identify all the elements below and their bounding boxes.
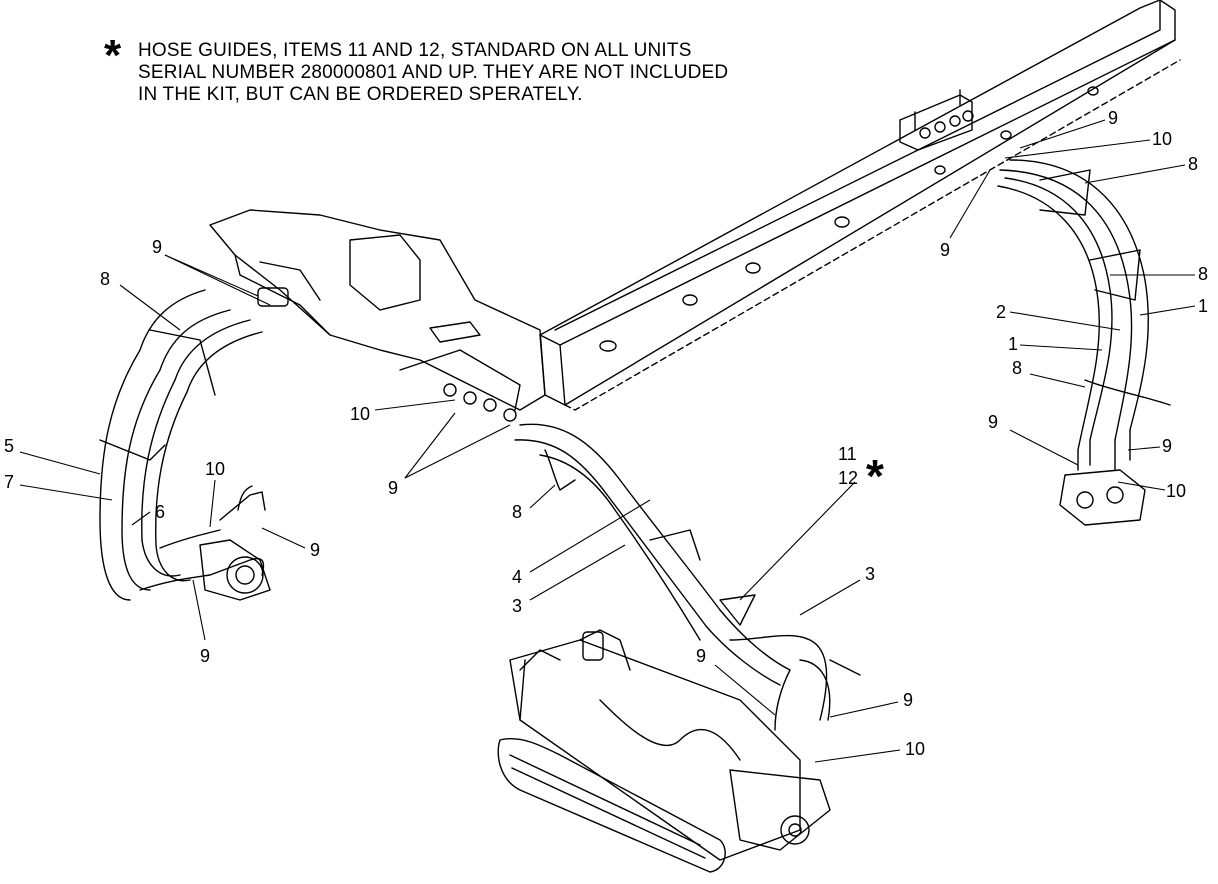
callout-9: 9: [903, 690, 913, 710]
callout-3: 3: [865, 564, 875, 584]
callout-8: 8: [1198, 264, 1208, 284]
callout-10: 10: [350, 404, 370, 424]
callout-1: 1: [1198, 296, 1208, 316]
callout-8: 8: [1188, 154, 1198, 174]
callout-4: 4: [512, 567, 522, 587]
hose-guide-note: * HOSE GUIDES, ITEMS 11 AND 12, STANDARD…: [104, 34, 868, 106]
note-line-1: HOSE GUIDES, ITEMS 11 AND 12, STANDARD O…: [138, 40, 692, 61]
left-hoses: [99, 289, 266, 601]
right-hoses: [997, 159, 1171, 471]
callout-9: 9: [696, 646, 706, 666]
leader-lines: [19, 119, 1196, 763]
callout-10: 10: [1166, 481, 1186, 501]
callout-9: 9: [200, 646, 210, 666]
callout-9: 9: [1162, 436, 1172, 456]
callout-9: 9: [310, 540, 320, 560]
note-text: HOSE GUIDES, ITEMS 11 AND 12, STANDARD O…: [138, 40, 868, 106]
note-line-2: SERIAL NUMBER 280000801 AND UP. THEY ARE…: [138, 62, 729, 83]
asterisk-icon: *: [866, 450, 884, 502]
callout-8: 8: [1012, 358, 1022, 378]
rear-cutting-unit: [497, 629, 831, 873]
callout-6: 6: [155, 502, 165, 522]
callout-8: 8: [512, 502, 522, 522]
callout-2: 2: [996, 302, 1006, 322]
left-reel-motor: [199, 539, 271, 601]
callout-9: 9: [940, 240, 950, 260]
callout-10: 10: [905, 739, 925, 759]
callout-5: 5: [4, 436, 14, 456]
rail-valve-bracket: [899, 89, 974, 151]
callout-9: 9: [388, 478, 398, 498]
center-frame: [209, 209, 546, 422]
callout-8: 8: [100, 269, 110, 289]
note-line-3: IN THE KIT, BUT CAN BE ORDERED SPERATELY…: [138, 84, 583, 105]
callout-7: 7: [4, 472, 14, 492]
callout-12: 12: [838, 468, 858, 488]
callout-9: 9: [1108, 108, 1118, 128]
callout-11: 11: [838, 444, 857, 464]
center-hoses: [514, 423, 861, 731]
right-reel-motor: [1059, 469, 1146, 526]
callout-10: 10: [1152, 129, 1172, 149]
callout-labels: 9 10 8 9 8 1 2 1 8 9 9 10 9 8 10 9 5 7 1…: [4, 108, 1208, 759]
callout-10: 10: [205, 459, 225, 479]
callout-9: 9: [152, 237, 162, 257]
callout-1: 1: [1008, 334, 1018, 354]
asterisk-icon: *: [104, 31, 122, 80]
callout-3: 3: [512, 596, 522, 616]
callout-9: 9: [988, 412, 998, 432]
